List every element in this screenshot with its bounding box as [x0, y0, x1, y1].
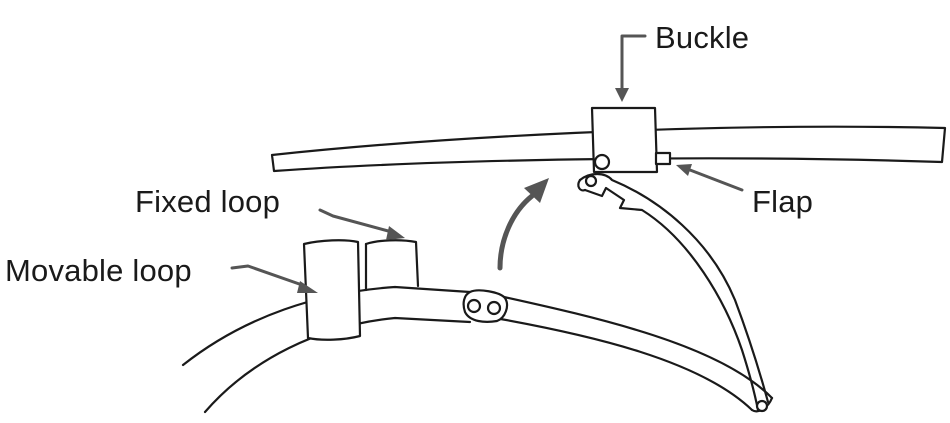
clasp-arm	[577, 172, 770, 413]
buckle-label: Buckle	[655, 20, 750, 55]
flap-label: Flap	[752, 184, 814, 219]
lower-strap	[181, 285, 774, 414]
buckle-pointer	[615, 34, 647, 102]
fixed-loop-pointer	[318, 208, 405, 240]
flap-pointer	[676, 164, 744, 192]
fixed-loop-label: Fixed loop	[135, 184, 281, 219]
buckle	[590, 106, 672, 174]
movable-loop-label: Movable loop	[5, 253, 192, 288]
fixed-loop	[364, 239, 420, 292]
hinge-link	[462, 289, 509, 323]
motion-arrow	[497, 178, 549, 271]
movable-loop-pointer	[230, 264, 318, 293]
movable-loop	[302, 239, 362, 341]
